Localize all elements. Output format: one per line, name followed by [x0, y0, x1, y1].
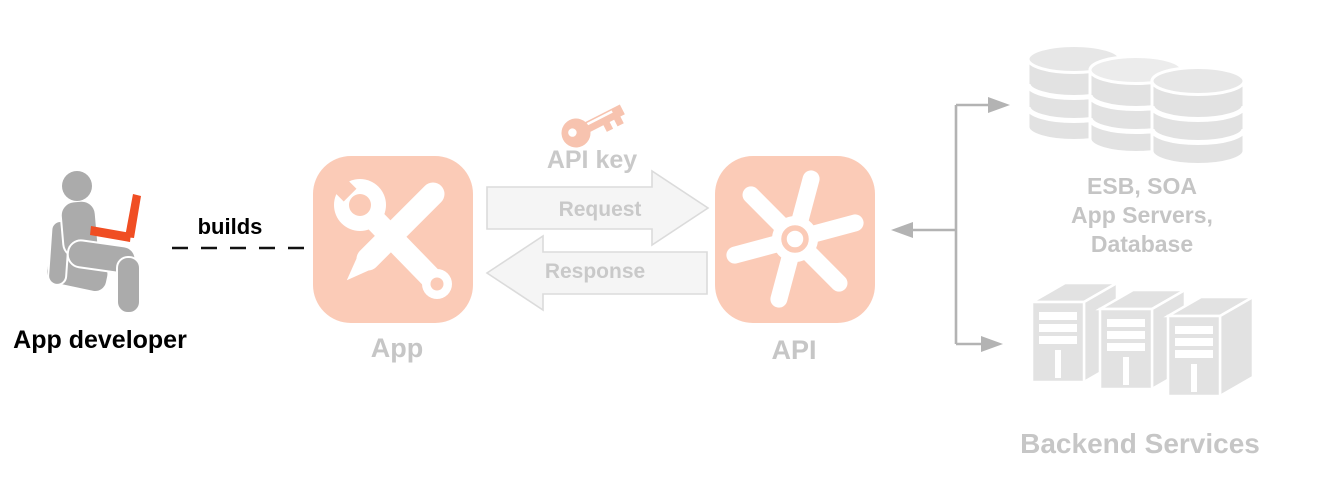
- api-label: API: [771, 335, 817, 365]
- esb-soa-database-label-line: Database: [1090, 231, 1194, 257]
- pencil-icon: [346, 182, 445, 281]
- database-icon: [1025, 44, 1247, 166]
- app-label: App: [370, 333, 424, 363]
- laptop-icon: [90, 194, 141, 242]
- server-tower: [1163, 294, 1258, 399]
- app-developer-icon: [44, 171, 141, 314]
- backend-connector: [912, 103, 990, 346]
- esb-soa-database-label-line: App Servers,: [1071, 202, 1213, 228]
- person-head-shape: [62, 171, 92, 201]
- api-icon: [715, 156, 875, 323]
- api-key-label: API key: [546, 146, 638, 174]
- backend-services-label: Backend Services: [1020, 428, 1260, 459]
- api-key-icon: [561, 104, 625, 148]
- app-icon: [313, 156, 473, 323]
- app-developer-label: App developer: [13, 326, 187, 354]
- person-leg-shape: [116, 256, 141, 314]
- arrowhead-to-api: [891, 222, 913, 238]
- esb-soa-database-label-line: ESB, SOA: [1087, 173, 1197, 199]
- request-arrow: [486, 169, 710, 247]
- arrowhead-to-servers: [981, 336, 1003, 352]
- wrench-icon: [318, 163, 452, 299]
- esb-soa-database-label: ESB, SOA App Servers, Database: [1042, 172, 1242, 259]
- response-arrow: [485, 234, 708, 312]
- request-label: Request: [558, 198, 642, 221]
- servers-icon: [1027, 280, 1258, 399]
- arrowhead-to-database: [988, 97, 1010, 113]
- database-cylinder: [1149, 66, 1247, 166]
- response-label: Response: [544, 260, 646, 283]
- builds-label: builds: [197, 214, 263, 239]
